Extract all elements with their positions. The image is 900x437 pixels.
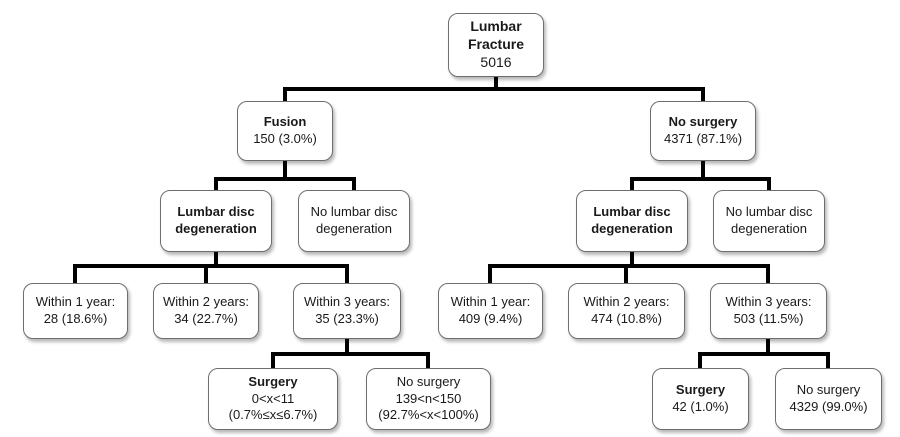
node-fusion-within-2-years: Within 2 years: 34 (22.7%) bbox=[153, 283, 259, 339]
node-title: Lumbar disc degeneration bbox=[591, 204, 673, 236]
connector-line bbox=[271, 352, 430, 356]
node-fusion-lumbar-disc-degeneration: Lumbar disc degeneration bbox=[160, 190, 272, 252]
node-fusion-surgery: Surgery 0<x<11 (0.7%≤x≤6.7%) bbox=[208, 368, 338, 430]
connector-line bbox=[73, 264, 77, 283]
connector-line bbox=[283, 161, 287, 181]
node-lumbar-fracture: Lumbar Fracture 5016 bbox=[448, 13, 544, 77]
connector-line bbox=[698, 352, 702, 368]
node-nosurgery-within-2-years: Within 2 years: 474 (10.8%) bbox=[568, 283, 685, 339]
node-nosurgery-within-1-year: Within 1 year: 409 (9.4%) bbox=[438, 283, 543, 339]
connector-line bbox=[826, 352, 830, 368]
node-fusion-no-surgery: No surgery 139<n<150 (92.7%<x<100%) bbox=[366, 368, 491, 430]
connector-line bbox=[283, 87, 287, 101]
node-value2: (92.7%<x<100%) bbox=[378, 407, 479, 423]
node-title: No surgery bbox=[396, 374, 461, 390]
node-value: 4371 (87.1%) bbox=[663, 131, 743, 146]
connector-line bbox=[73, 264, 349, 268]
connector-line bbox=[271, 352, 275, 368]
node-value: 5016 bbox=[480, 53, 512, 70]
connector-line bbox=[624, 264, 628, 283]
node-title: Within 2 years: bbox=[163, 294, 249, 310]
node-value: 28 (18.6%) bbox=[43, 311, 108, 326]
node-fusion-within-1-year: Within 1 year: 28 (18.6%) bbox=[23, 283, 128, 339]
connector-line bbox=[345, 264, 349, 283]
node-title: Within 1 year: bbox=[35, 294, 116, 310]
connector-line bbox=[214, 177, 218, 190]
node-value: 139<n<150 bbox=[395, 390, 462, 406]
node-value: 150 (3.0%) bbox=[253, 131, 317, 146]
node-fusion-no-lumbar-disc-degeneration: No lumbar disc degeneration bbox=[298, 190, 410, 252]
connector-line bbox=[204, 264, 208, 283]
node-value: 35 (23.3%) bbox=[315, 311, 379, 326]
connector-line bbox=[352, 177, 356, 190]
connector-line bbox=[766, 339, 770, 356]
connector-line bbox=[698, 352, 830, 356]
connector-line bbox=[701, 161, 705, 181]
node-title: Lumbar disc degeneration bbox=[175, 204, 257, 236]
node-title: Within 3 years: bbox=[304, 294, 390, 310]
node-title: Within 3 years: bbox=[725, 294, 812, 310]
node-value: 409 (9.4%) bbox=[458, 311, 523, 326]
node-nosurgery-lumbar-disc-degeneration: Lumbar disc degeneration bbox=[576, 190, 688, 252]
node-title: Surgery bbox=[675, 382, 726, 398]
connector-line bbox=[766, 264, 770, 283]
connector-line bbox=[767, 177, 771, 190]
node-value: 34 (22.7%) bbox=[174, 311, 238, 326]
connector-line bbox=[630, 177, 771, 181]
node-value: 42 (1.0%) bbox=[672, 399, 729, 414]
node-title: No surgery bbox=[796, 382, 861, 398]
connector-line bbox=[345, 339, 349, 356]
node-nosurgery-surgery: Surgery 42 (1.0%) bbox=[652, 368, 749, 430]
node-nosurgery-no-lumbar-disc-degeneration: No lumbar disc degeneration bbox=[713, 190, 825, 252]
connector-line bbox=[283, 87, 705, 91]
connector-line bbox=[214, 177, 356, 181]
connector-line bbox=[488, 264, 492, 283]
connector-line bbox=[488, 264, 770, 268]
node-value: 4329 (99.0%) bbox=[789, 399, 868, 414]
node-value: 474 (10.8%) bbox=[591, 311, 662, 326]
node-title: No lumbar disc degeneration bbox=[725, 204, 813, 236]
node-value: 0<x<11 bbox=[251, 390, 295, 406]
connector-line bbox=[630, 252, 634, 268]
node-title: Within 1 year: bbox=[450, 294, 531, 310]
node-fusion: Fusion 150 (3.0%) bbox=[237, 101, 333, 161]
node-title: No lumbar disc degeneration bbox=[310, 204, 398, 236]
connector-line bbox=[630, 177, 634, 190]
node-value: 503 (11.5%) bbox=[733, 311, 804, 326]
node-title: Lumbar Fracture bbox=[467, 18, 525, 53]
connector-line bbox=[701, 87, 705, 101]
connector-line bbox=[214, 252, 218, 268]
node-fusion-within-3-years: Within 3 years: 35 (23.3%) bbox=[293, 283, 401, 339]
node-nosurgery-within-3-years: Within 3 years: 503 (11.5%) bbox=[710, 283, 827, 339]
node-title: No surgery bbox=[668, 114, 738, 130]
connector-line bbox=[494, 77, 498, 91]
node-title: Fusion bbox=[263, 114, 307, 130]
node-no-surgery: No surgery 4371 (87.1%) bbox=[650, 101, 756, 161]
connector-line bbox=[426, 352, 430, 368]
node-value2: (0.7%≤x≤6.7%) bbox=[228, 407, 318, 423]
node-title: Within 2 years: bbox=[583, 294, 670, 310]
node-nosurgery-no-surgery: No surgery 4329 (99.0%) bbox=[775, 368, 882, 430]
node-title: Surgery bbox=[248, 374, 298, 390]
